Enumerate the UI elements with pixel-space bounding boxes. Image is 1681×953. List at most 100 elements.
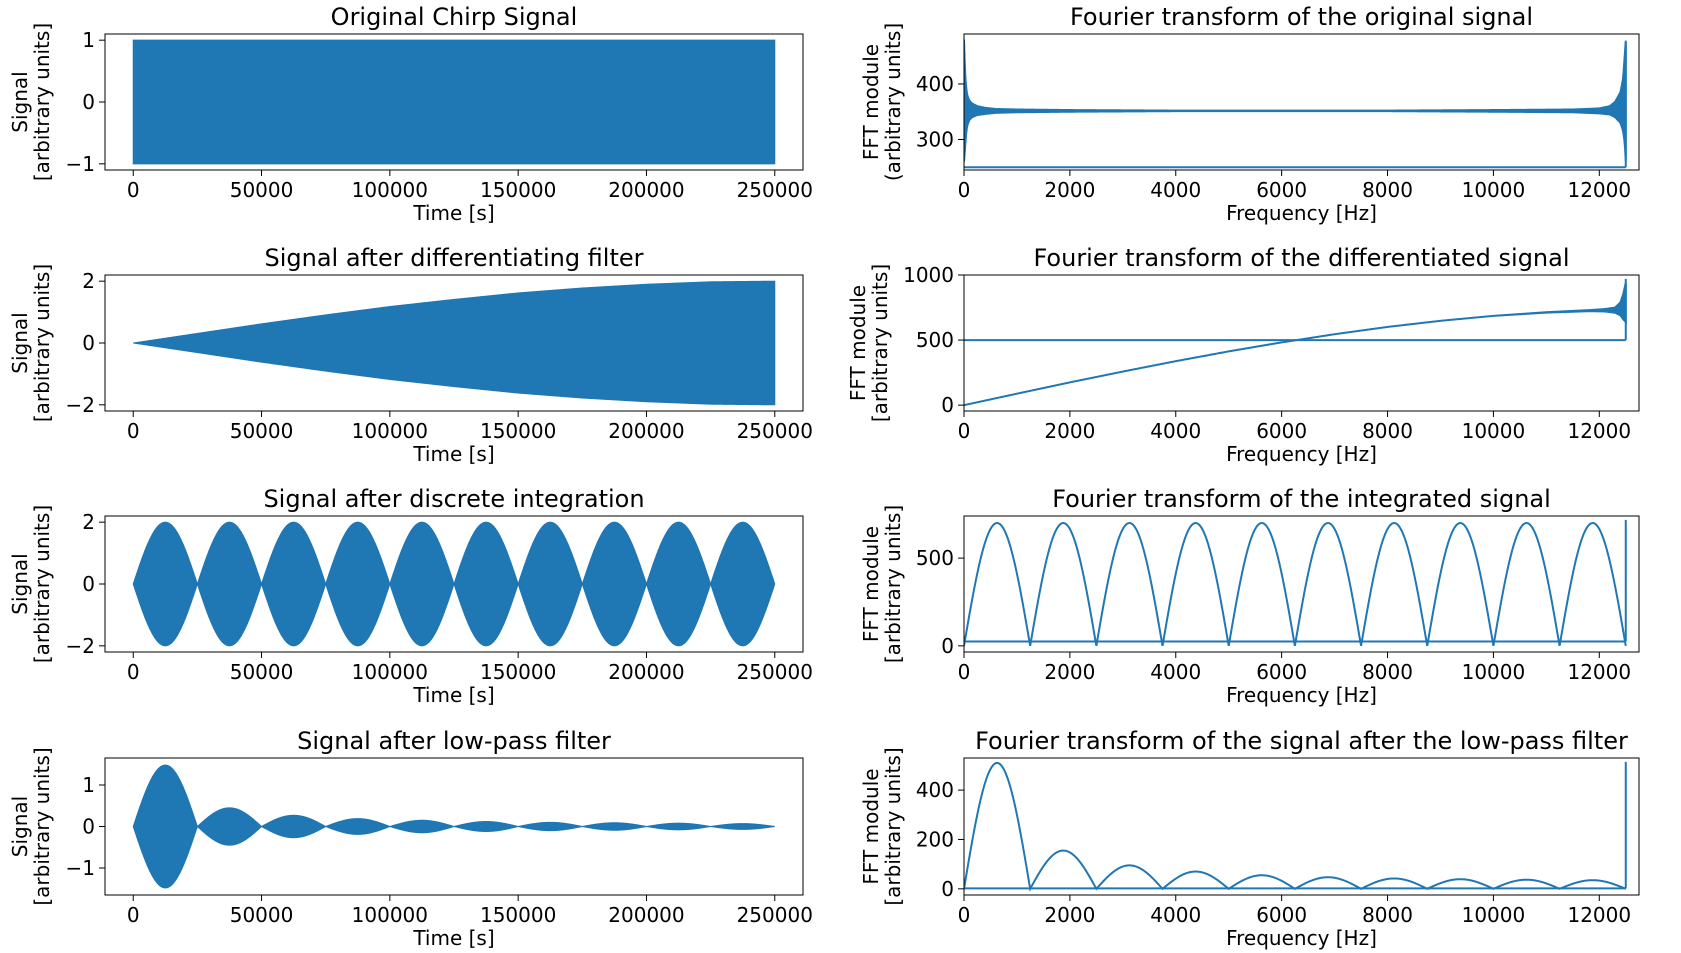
x-tick-label: 8000	[1362, 419, 1413, 443]
chart-title: Fourier transform of the original signal	[1070, 3, 1533, 31]
x-tick-label: 2000	[1044, 178, 1095, 202]
plot-area	[132, 521, 776, 647]
y-tick-label: 0	[82, 572, 95, 596]
plot-area	[132, 764, 775, 889]
x-tick-label: 250000	[737, 178, 813, 202]
y-axis-label: Signal[arbitrary units]	[8, 264, 54, 422]
y-tick-label: 2	[82, 510, 95, 534]
x-tick-label: 0	[958, 903, 971, 927]
chart-title: Original Chirp Signal	[331, 3, 578, 31]
x-tick-label: 12000	[1567, 419, 1631, 443]
x-tick-label: 150000	[480, 419, 556, 443]
y-axis-label-line: [arbitrary units]	[30, 264, 54, 422]
y-tick-label: 0	[82, 90, 95, 114]
x-tick-label: 8000	[1362, 903, 1413, 927]
x-axis-label: Frequency [Hz]	[1226, 201, 1377, 225]
chart-title: Signal after discrete integration	[263, 485, 644, 513]
x-tick-label: 100000	[352, 660, 428, 684]
x-axis-label: Frequency [Hz]	[1226, 683, 1377, 707]
plot-area	[964, 519, 1627, 647]
y-tick-label: 400	[916, 72, 954, 96]
y-tick-label: −2	[66, 634, 95, 658]
y-axis-label: FFT module[arbitrary units]	[846, 264, 892, 422]
y-tick-label: 0	[82, 815, 95, 839]
y-tick-label: 0	[941, 877, 954, 901]
x-tick-label: 4000	[1150, 419, 1201, 443]
x-tick-label: 100000	[352, 903, 428, 927]
x-tick-label: 100000	[352, 178, 428, 202]
x-tick-label: 6000	[1256, 419, 1307, 443]
x-tick-label: 200000	[608, 178, 684, 202]
x-tick-label: 10000	[1462, 419, 1526, 443]
x-tick-label: 0	[127, 660, 140, 684]
y-axis-label-line: (arbitrary units]	[881, 23, 905, 181]
x-tick-label: 250000	[737, 903, 813, 927]
x-tick-label: 200000	[608, 419, 684, 443]
y-axis-label: FFT module(arbitrary units]	[859, 23, 905, 181]
axes-frame	[963, 515, 1640, 653]
plot-area	[964, 761, 1627, 892]
y-tick-label: 1	[82, 773, 95, 797]
y-axis-label-line: FFT module	[859, 526, 883, 642]
x-axis-label: Time [s]	[412, 201, 494, 225]
signal-envelope	[132, 521, 776, 647]
x-axis-label: Frequency [Hz]	[1226, 442, 1377, 466]
x-tick-label: 250000	[737, 419, 813, 443]
signal-envelope	[132, 39, 776, 165]
x-tick-label: 2000	[1044, 419, 1095, 443]
y-tick-label: 500	[916, 546, 954, 570]
x-tick-label: 4000	[1150, 903, 1201, 927]
x-axis-label: Frequency [Hz]	[1226, 926, 1377, 950]
plot-area	[964, 39, 1627, 169]
x-tick-label: 0	[127, 178, 140, 202]
y-tick-label: 1000	[903, 263, 954, 287]
y-tick-label: 0	[941, 634, 954, 658]
y-axis-label-line: Signal	[8, 796, 32, 857]
x-tick-label: 0	[127, 903, 140, 927]
spectrum-band	[964, 39, 1627, 162]
signal-envelope	[132, 764, 775, 889]
axes-frame	[963, 33, 1640, 171]
y-tick-label: −2	[66, 393, 95, 417]
x-tick-label: 0	[958, 660, 971, 684]
y-tick-label: 2	[82, 269, 95, 293]
plot-area	[133, 280, 776, 406]
x-tick-label: 8000	[1362, 660, 1413, 684]
x-axis-label: Time [s]	[412, 442, 494, 466]
y-axis-label-line: [arbitrary units]	[30, 505, 54, 663]
y-axis-label-line: FFT module	[859, 44, 883, 160]
y-axis-label-line: [arbitrary units]	[881, 747, 905, 905]
y-axis-label-line: [arbitrary units]	[868, 264, 892, 422]
x-tick-label: 50000	[230, 419, 294, 443]
chart-title: Fourier transform of the signal after th…	[975, 727, 1628, 755]
x-tick-label: 150000	[480, 178, 556, 202]
x-axis-label: Time [s]	[412, 683, 494, 707]
chart-title: Fourier transform of the differentiated …	[1033, 244, 1569, 272]
x-tick-label: 150000	[480, 903, 556, 927]
x-tick-label: 6000	[1256, 660, 1307, 684]
x-tick-label: 10000	[1462, 178, 1526, 202]
x-tick-label: 100000	[352, 419, 428, 443]
x-tick-label: 8000	[1362, 178, 1413, 202]
y-axis-label: Signal[arbitrary units]	[8, 23, 54, 181]
x-tick-label: 12000	[1567, 903, 1631, 927]
x-tick-label: 4000	[1150, 660, 1201, 684]
plot-area	[132, 39, 776, 165]
y-tick-label: 400	[916, 778, 954, 802]
chart-title: Signal after differentiating filter	[264, 244, 643, 272]
x-tick-label: 50000	[230, 178, 294, 202]
axes-frame	[963, 757, 1640, 896]
x-tick-label: 0	[958, 178, 971, 202]
x-tick-label: 200000	[608, 903, 684, 927]
y-axis-label: FFT module[arbitrary units]	[859, 505, 905, 663]
chart-title: Fourier transform of the integrated sign…	[1052, 485, 1551, 513]
x-axis-label: Time [s]	[412, 926, 494, 950]
y-axis-label: Signal[arbitrary units]	[8, 747, 54, 905]
x-tick-label: 200000	[608, 660, 684, 684]
